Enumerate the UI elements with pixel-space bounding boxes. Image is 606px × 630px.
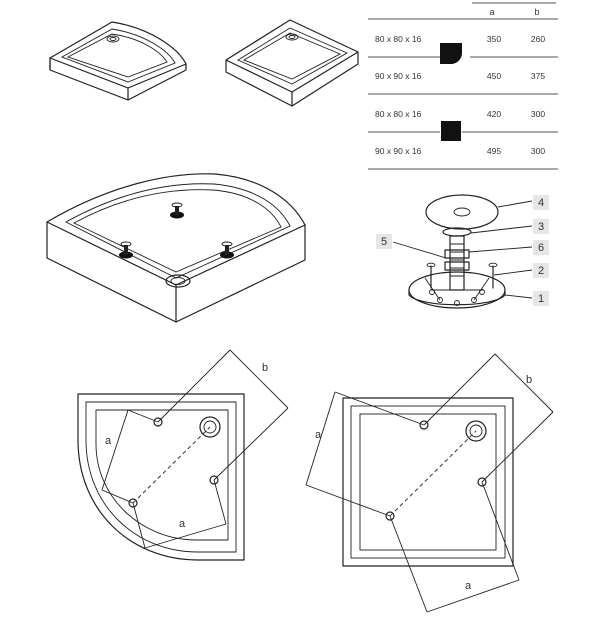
row-size: 80 x 80 x 16 — [375, 34, 422, 44]
dimension-label: b — [526, 374, 532, 386]
drain-icon — [165, 274, 191, 288]
quadrant-tray-large-isometric — [46, 173, 306, 323]
drain-icon — [465, 420, 487, 442]
dimension-label: a — [465, 580, 472, 592]
square-tray-isometric — [225, 19, 359, 107]
foot-point — [477, 477, 487, 487]
row-b: 260 — [531, 34, 545, 44]
foot-point — [419, 420, 429, 430]
part-label: 5 — [381, 236, 387, 248]
row-size: 90 x 90 x 16 — [375, 71, 422, 81]
table-row: 90 x 90 x 16 450 375 — [375, 71, 545, 81]
foot-point — [128, 498, 138, 508]
table-row: 80 x 80 x 16 350 260 — [375, 34, 545, 44]
dimension-label: a — [179, 518, 186, 530]
row-b: 375 — [531, 71, 545, 81]
row-a: 495 — [487, 146, 501, 156]
drain-icon — [199, 416, 221, 438]
dimension-label: a — [315, 429, 322, 441]
support-foot-icon — [220, 241, 234, 259]
part-label: 6 — [538, 242, 544, 254]
row-size: 90 x 90 x 16 — [375, 146, 422, 156]
foot-point — [209, 475, 219, 485]
row-b: 300 — [531, 146, 545, 156]
row-a: 450 — [487, 71, 501, 81]
row-size: 80 x 80 x 16 — [375, 109, 422, 119]
part-label: 3 — [538, 221, 544, 233]
row-a: 350 — [487, 34, 501, 44]
part-label: 2 — [538, 265, 544, 277]
support-foot-icon — [170, 202, 184, 219]
table-header-b: b — [534, 7, 539, 17]
square-shape-icon — [441, 121, 461, 141]
quadrant-tray-plan: a a b — [77, 349, 289, 561]
dimension-table: a b 80 x 80 x 16 350 260 90 x 90 x 16 45… — [368, 2, 558, 170]
foot-point — [153, 417, 163, 427]
quadrant-shape-icon — [440, 43, 462, 64]
square-tray-plan: a a b — [305, 353, 554, 613]
foot-point — [385, 511, 395, 521]
row-b: 300 — [531, 109, 545, 119]
table-header-a: a — [489, 7, 494, 17]
row-a: 420 — [487, 109, 501, 119]
part-label: 4 — [538, 197, 544, 209]
dimension-label: a — [105, 435, 112, 447]
quadrant-tray-isometric — [49, 21, 187, 101]
table-row: 80 x 80 x 16 420 300 — [375, 109, 545, 119]
support-foot-assembly: 4 3 6 2 1 5 — [376, 194, 549, 309]
support-foot-icon — [119, 241, 133, 259]
table-row: 90 x 90 x 16 495 300 — [375, 146, 545, 156]
dimension-label: b — [262, 362, 268, 374]
part-label: 1 — [538, 293, 544, 305]
